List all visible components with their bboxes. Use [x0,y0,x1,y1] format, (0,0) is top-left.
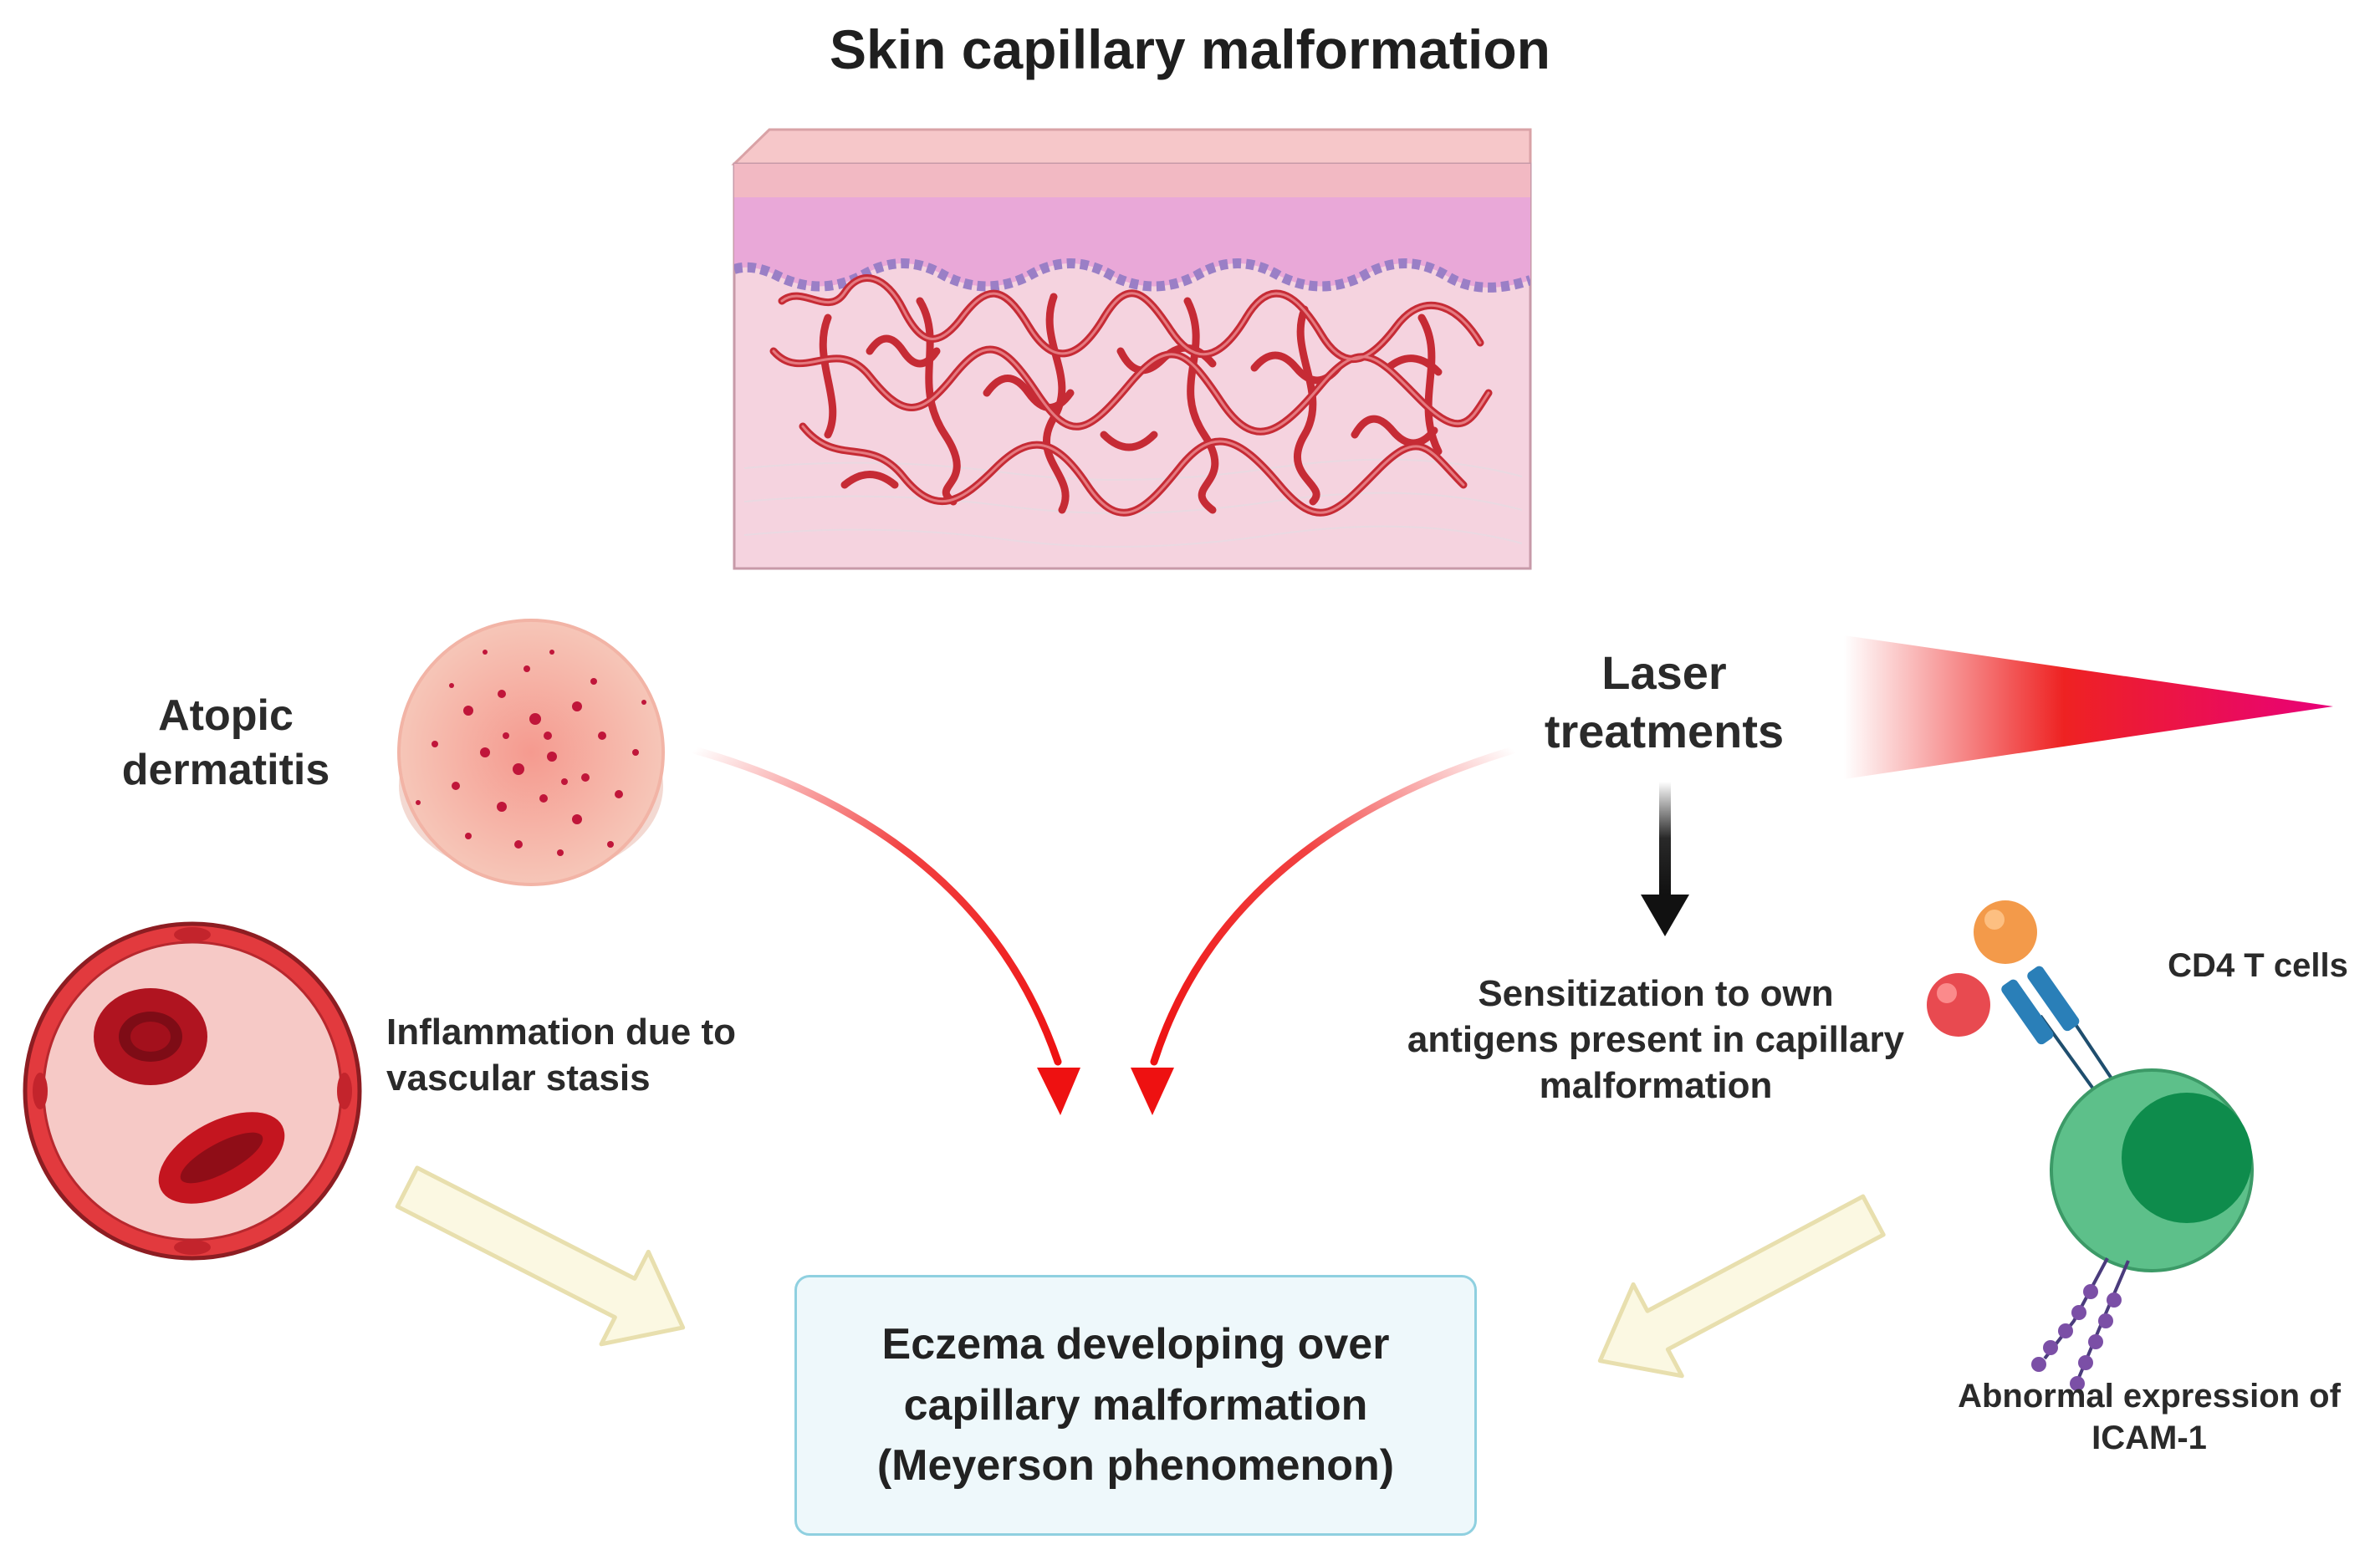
hollow-arrow-tcell-to-eczema [1597,1194,1886,1379]
outcome-box: Eczema developing over capillary malform… [794,1275,1477,1536]
hollow-arrow-inflammation-to-eczema [395,1165,686,1347]
red-arrow-laser-to-eczema [1131,746,1518,1115]
cd4-t-cell-illustration [2001,966,2254,1391]
icam-1-molecules [2031,1257,2130,1391]
red-arrow-atopic-to-eczema [690,746,1080,1115]
atopic-dermatitis-label: Atopic dermatitis [121,691,330,794]
laser-treatments-label: Laser treatments [1544,646,1785,757]
icam-1-label: Abnormal expression of ICAM-1 [1958,1378,2341,1456]
skin-cross-section-illustration [731,128,1532,570]
laser-beam-shape [1844,635,2333,779]
outcome-line-2: capillary malformation [903,1380,1368,1430]
inflammation-label: Inflammation due to vascular stasis [386,1012,736,1099]
blood-vessel-cross-section-illustration [23,921,362,1261]
antigen-spheres [1927,900,2037,1037]
outcome-line-1: Eczema developing over [881,1319,1390,1369]
cd4-t-cells-label: CD4 T cells [2168,947,2348,984]
atopic-dermatitis-rash-illustration [397,619,665,886]
outcome-line-3: (Meyerson phenomenon) [876,1441,1395,1491]
black-arrow-laser-to-sensitization [1641,782,1689,936]
sensitization-label: Sensitization to own antigens present in… [1407,973,1905,1106]
diagram-title: Skin capillary malformation [830,18,1550,80]
